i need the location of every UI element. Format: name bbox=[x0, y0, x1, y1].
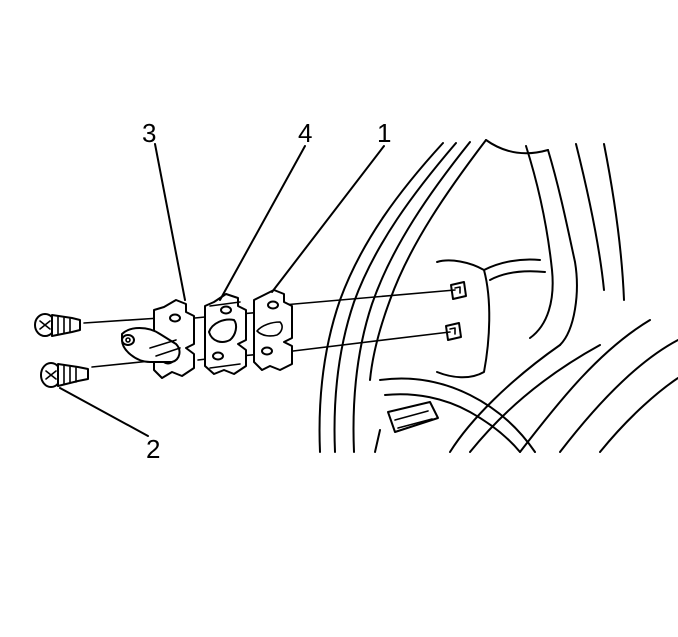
body-hole-upper bbox=[450, 281, 467, 300]
part-1-shim bbox=[253, 289, 293, 371]
leader-lines bbox=[59, 143, 385, 437]
leader-2 bbox=[59, 387, 149, 437]
callout-3: 3 bbox=[142, 118, 156, 148]
leader-3 bbox=[154, 143, 186, 301]
door-frame bbox=[318, 139, 678, 453]
leader-1 bbox=[271, 145, 385, 293]
part-2-bolt-lower bbox=[40, 362, 89, 388]
callout-4: 4 bbox=[298, 118, 312, 148]
part-2-bolt-upper bbox=[34, 313, 81, 337]
part-3-hinge-strap bbox=[121, 299, 195, 379]
leader-4 bbox=[219, 145, 306, 301]
body-hole-lower bbox=[445, 322, 462, 341]
part-4-hinge-plate bbox=[204, 293, 247, 375]
callout-2: 2 bbox=[146, 434, 160, 464]
callout-1: 1 bbox=[377, 118, 391, 148]
